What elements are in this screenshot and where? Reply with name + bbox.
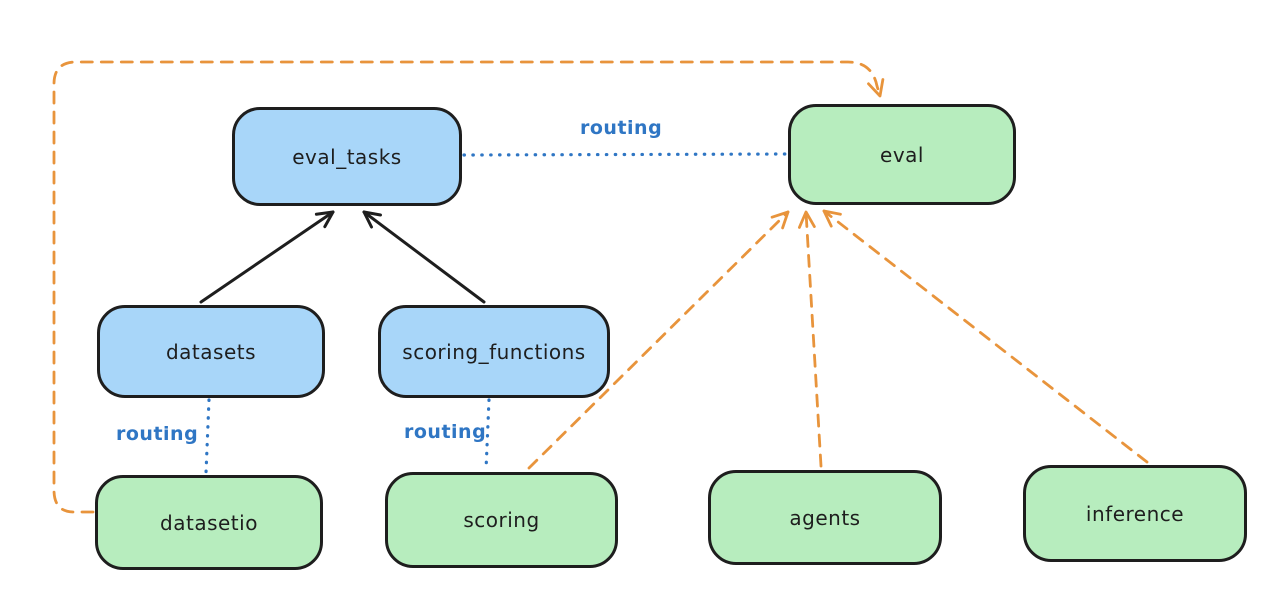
node-agents-label: agents <box>789 505 861 530</box>
edge-inference-to-eval <box>822 209 1149 464</box>
node-eval_tasks-label: eval_tasks <box>292 144 402 169</box>
edge-scoring_functions-to-eval_tasks <box>362 210 486 304</box>
node-scoring_functions-label: scoring_functions <box>402 339 586 364</box>
node-scoring_functions: scoring_functions <box>378 305 610 398</box>
edge-scoring_functions-to-scoring-routing <box>484 398 491 472</box>
edge-datasets-to-eval_tasks <box>199 210 335 304</box>
edge-agents-to-eval <box>797 210 823 468</box>
node-eval-label: eval <box>880 142 924 167</box>
node-eval_tasks: eval_tasks <box>232 107 462 206</box>
edge-eval_tasks-to-eval-routing <box>462 152 788 157</box>
node-datasets-label: datasets <box>165 339 257 364</box>
node-agents: agents <box>708 470 942 565</box>
edge-label-routing-eval_tasks-eval: routing <box>580 117 663 139</box>
node-inference-label: inference <box>1085 501 1185 526</box>
node-scoring-label: scoring <box>463 508 540 532</box>
node-eval: eval <box>788 104 1016 205</box>
node-datasetio-label: datasetio <box>160 510 258 535</box>
node-scoring: scoring <box>385 472 618 568</box>
node-inference: inference <box>1023 465 1247 562</box>
edge-label-routing-datasets-datasetio: routing <box>116 423 199 445</box>
node-datasetio: datasetio <box>95 475 323 570</box>
node-datasets: datasets <box>97 305 325 398</box>
edge-scoring-to-eval <box>527 210 790 470</box>
edge-datasets-to-datasetio-routing <box>204 398 211 475</box>
edge-datasetio-to-eval <box>52 60 885 514</box>
edge-label-routing-scoring_functions-scoring: routing <box>404 421 487 443</box>
